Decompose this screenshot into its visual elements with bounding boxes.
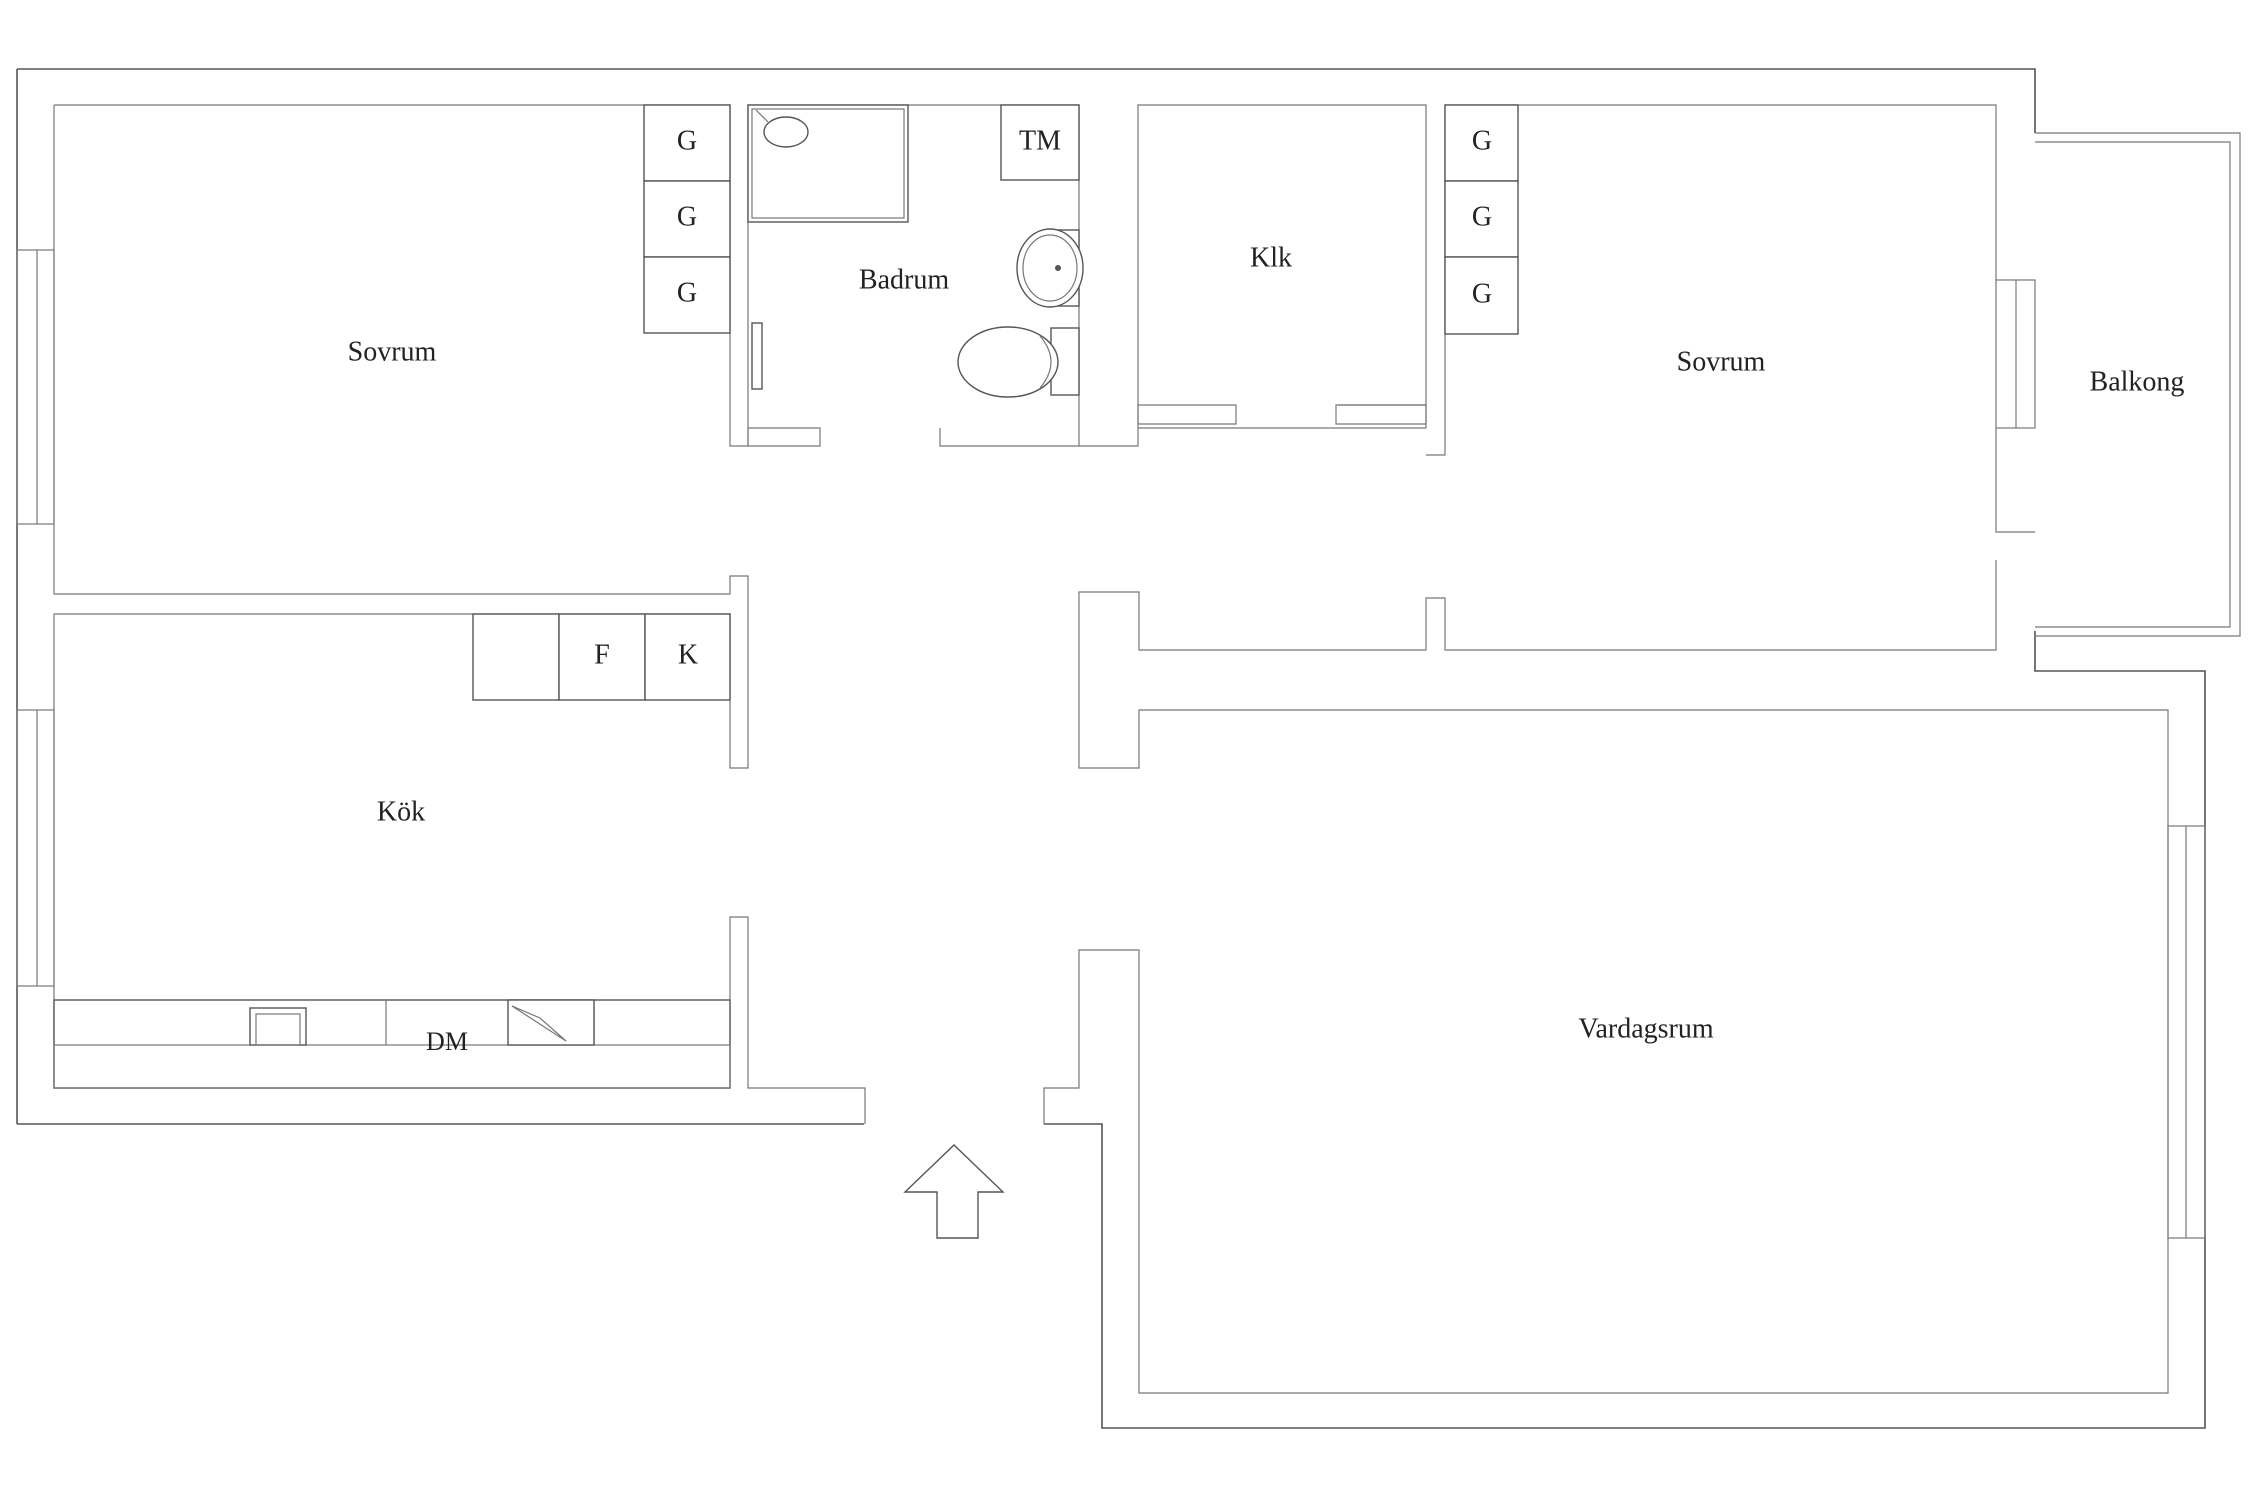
room-label-sovrum-left: Sovrum bbox=[348, 336, 437, 367]
room-label-badrum: Badrum bbox=[859, 264, 949, 295]
inner-walls bbox=[53, 104, 2241, 1394]
room-label-sovrum-right: Sovrum bbox=[1677, 346, 1766, 377]
kitchen-fixtures: F K DM bbox=[53, 613, 731, 1089]
wardrobe-label: G bbox=[677, 125, 697, 156]
wardrobe-group-left: G G G bbox=[643, 104, 731, 334]
freezer-label: K bbox=[678, 639, 698, 670]
room-label-klk: Klk bbox=[1250, 242, 1292, 273]
sink-icon bbox=[1016, 228, 1084, 308]
toilet-icon bbox=[957, 326, 1059, 398]
wardrobe-label: G bbox=[677, 277, 697, 308]
shower-head-icon bbox=[763, 116, 809, 148]
dishwasher-label: DM bbox=[426, 1027, 468, 1056]
room-labels: Sovrum Badrum Klk Sovrum Balkong Kök Var… bbox=[348, 242, 2185, 1044]
wardrobe-label: G bbox=[1472, 278, 1492, 309]
wardrobe-label: G bbox=[677, 201, 697, 232]
wardrobe-group-right: G G G bbox=[1444, 104, 1519, 335]
fridge-box bbox=[558, 613, 646, 701]
room-label-balkong: Balkong bbox=[2090, 366, 2185, 397]
tm-box bbox=[1000, 104, 1080, 181]
room-label-vardagsrum: Vardagsrum bbox=[1578, 1013, 1714, 1044]
entrance-arrow-icon bbox=[903, 1144, 1005, 1239]
outer-walls bbox=[16, 68, 2206, 1429]
bathroom-fixtures: TM bbox=[747, 104, 1084, 398]
room-label-kok: Kök bbox=[377, 796, 425, 827]
wardrobe-label: G bbox=[1472, 125, 1492, 156]
wardrobe-label: G bbox=[1472, 201, 1492, 232]
tm-label: TM bbox=[1019, 125, 1061, 156]
stove-icon bbox=[507, 999, 595, 1046]
windows bbox=[16, 249, 2206, 1239]
freezer-box bbox=[644, 613, 731, 701]
fridge-label: F bbox=[594, 639, 610, 670]
